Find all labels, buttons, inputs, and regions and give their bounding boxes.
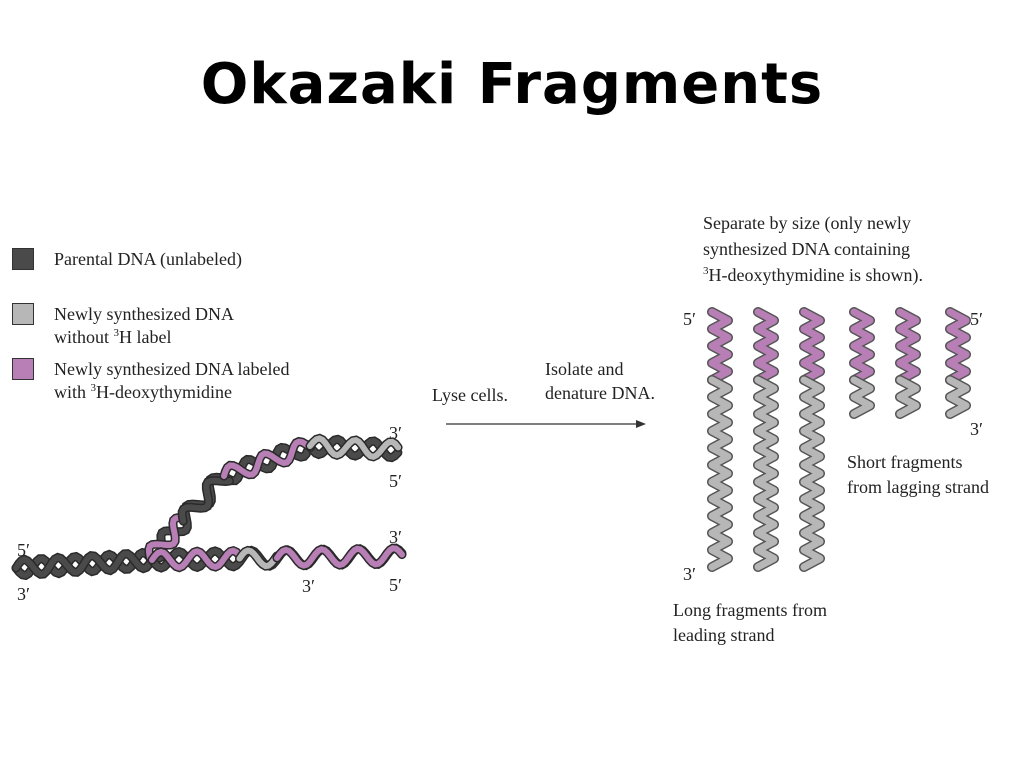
legend-unlabeled-line1: Newly synthesized DNA: [54, 304, 234, 324]
lower-daughter-duplex: [147, 543, 407, 573]
short-fragment-2: [895, 307, 921, 419]
fork-middle-3prime: 3′: [302, 576, 315, 596]
page-title: Okazaki Fragments: [200, 52, 824, 117]
legend-label-unlabeled: Newly synthesized DNA without 3H label: [54, 303, 234, 349]
fork-bottom-5prime: 5′: [389, 575, 402, 595]
fork-left-3prime: 3′: [17, 584, 30, 604]
fragment-right-5prime: 5′: [970, 309, 983, 329]
isolate-label-line2: denature DNA.: [545, 383, 655, 403]
separate-label-line2: synthesized DNA containing: [703, 239, 910, 259]
legend-label-labeled: Newly synthesized DNA labeled with 3H-de…: [54, 358, 289, 404]
isolate-label-line1: Isolate and: [545, 359, 624, 379]
replication-fork-illustration: [11, 433, 407, 581]
legend-item-labeled: Newly synthesized DNA labeled with 3H-de…: [12, 358, 289, 404]
short-fragments-line1: Short fragments: [847, 452, 963, 472]
long-fragment-2: [753, 307, 779, 572]
fork-bottom-3prime: 3′: [389, 527, 402, 547]
legend-labeled-line1: Newly synthesized DNA labeled: [54, 359, 290, 379]
short-fragments-line2: from lagging strand: [847, 477, 989, 497]
fragment-right-3prime: 3′: [970, 419, 983, 439]
long-fragments-line2: leading strand: [673, 625, 775, 645]
legend-item-parental: Parental DNA (unlabeled): [12, 248, 242, 271]
legend-labeled-line2: with 3H-deoxythymidine: [54, 382, 232, 402]
upper-daughter-duplex: [144, 433, 403, 564]
unlabeled-swatch: [12, 303, 34, 325]
labeled-swatch: [12, 358, 34, 380]
legend-item-unlabeled: Newly synthesized DNA without 3H label: [12, 303, 234, 349]
short-fragment-3: [945, 307, 971, 419]
parental-swatch: [12, 248, 34, 270]
process-arrow: [446, 420, 646, 428]
fragment-left-3prime: 3′: [683, 564, 696, 584]
short-fragment-1: [849, 307, 875, 419]
long-fragments-line1: Long fragments from: [673, 600, 827, 620]
legend-unlabeled-line2: without 3H label: [54, 327, 172, 347]
separate-label-line3: 3H-deoxythymidine is shown).: [703, 265, 923, 285]
long-fragment-3: [799, 307, 825, 572]
legend-label-parental: Parental DNA (unlabeled): [54, 249, 242, 269]
parental-duplex: [11, 547, 157, 581]
separate-label-line1: Separate by size (only newly: [703, 213, 911, 233]
dna-fragments: [707, 307, 971, 572]
fork-left-5prime: 5′: [17, 540, 30, 560]
fork-top-5prime: 5′: [389, 471, 402, 491]
fragment-left-5prime: 5′: [683, 309, 696, 329]
long-fragment-1: [707, 307, 733, 572]
lyse-cells-label: Lyse cells.: [432, 385, 508, 405]
